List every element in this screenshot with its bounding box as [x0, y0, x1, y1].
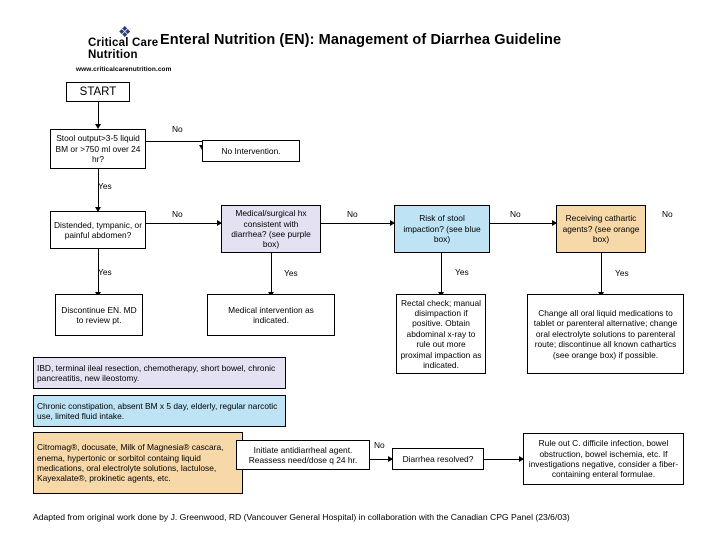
edge-distended-to-discontinue: [98, 249, 99, 293]
node-diarrhea-resolved: Diarrhea resolved?: [392, 448, 484, 470]
edge-label-no-3: No: [347, 209, 358, 219]
node-discontinue: Discontinue EN. MD to review pt.: [55, 294, 143, 336]
edge-cathartic-to-changeoral: [601, 253, 602, 293]
node-stool-output: Stool output>3-5 liquid BM or >750 ml ov…: [50, 129, 146, 169]
edge-label-yes-5: Yes: [615, 268, 629, 278]
edge-start-to-stool: [98, 102, 99, 125]
edge-label-no-2: No: [172, 209, 183, 219]
arrow-right-medsurg: [217, 219, 222, 226]
edge-medsurg-to-impaction: [321, 223, 394, 224]
edge-resolved-to-ruleout: [484, 459, 523, 460]
node-medical-surgical: Medical/surgical hx consistent with diar…: [221, 205, 321, 253]
note-purple: IBD, terminal ileal resection, chemother…: [33, 357, 286, 389]
edge-label-no-1: No: [172, 124, 183, 134]
edge-stool-to-distended: [98, 169, 99, 208]
node-no-intervention: No Intervention.: [202, 140, 300, 162]
edge-label-no-6: No: [374, 440, 385, 450]
logo-url: www.criticalcarenutrition.com: [76, 66, 172, 73]
edge-label-yes-2: Yes: [98, 267, 112, 277]
edge-label-yes-1: Yes: [98, 181, 112, 191]
node-receiving-cathartic: Receiving cathartic agents? (see orange …: [556, 205, 646, 253]
arrow-down-start: [94, 124, 101, 129]
arrow-right-cathartic: [552, 219, 557, 226]
note-orange: Citromag®, docusate, Milk of Magnesia® c…: [33, 432, 243, 494]
logo-line2: Nutrition: [88, 49, 138, 61]
node-rule-out: Rule out C. difficile infection, bowel o…: [523, 433, 684, 485]
arrow-down-nointervention: [198, 145, 205, 150]
edge-label-yes-3: Yes: [284, 268, 298, 278]
node-initiate-antidiarrheal: Initiate antidiarrheal agent. Reassess n…: [236, 440, 370, 470]
logo-mark-icon: ❖: [118, 24, 132, 41]
edge-initiate-to-resolved: [370, 459, 392, 460]
note-blue: Chronic constipation, absent BM x 5 day,…: [33, 395, 286, 427]
logo-line1: Critical Care: [88, 37, 159, 49]
node-start: START: [66, 82, 130, 102]
page-title: Enteral Nutrition (EN): Management of Di…: [160, 32, 562, 48]
node-risk-impaction: Risk of stool impaction? (see blue box): [394, 205, 490, 253]
node-change-oral: Change all oral liquid medications to ta…: [527, 294, 684, 374]
arrow-down-distended: [94, 207, 101, 212]
node-medical-intervention: Medical intervention as indicated.: [207, 294, 335, 336]
arrow-right-resolved: [388, 455, 393, 462]
edge-distended-to-medsurg: [146, 223, 221, 224]
edge-impaction-to-rectal: [441, 253, 442, 293]
node-rectal-check: Rectal check; manual disimpaction if pos…: [396, 294, 486, 374]
edge-label-yes-4: Yes: [455, 267, 469, 277]
arrow-right-impaction: [390, 219, 395, 226]
edge-impaction-to-cathartic: [490, 223, 556, 224]
edge-label-no-4: No: [510, 209, 521, 219]
footer-note: Adapted from original work done by J. Gr…: [33, 512, 570, 522]
arrow-right-ruleout: [519, 455, 524, 462]
edge-label-no-5: No: [662, 209, 673, 219]
edge-medsurg-to-medint: [271, 253, 272, 293]
node-distended: Distended, tympanic, or painful abdomen?: [50, 211, 146, 249]
edge-stool-to-nointervention: [146, 141, 202, 142]
